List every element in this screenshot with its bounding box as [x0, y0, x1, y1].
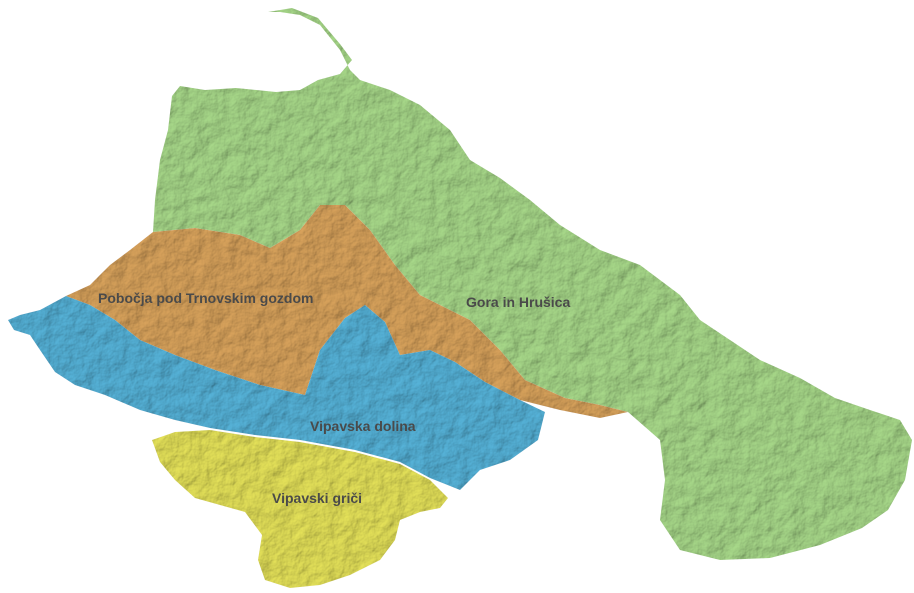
- region-vipavska-dolina: [8, 296, 545, 490]
- label-vipavski-grici: Vipavski griči: [272, 490, 362, 506]
- label-vipavska-dolina: Vipavska dolina: [310, 418, 416, 434]
- region-pobocja-pod-trnovskim-gozdom: [66, 205, 628, 418]
- region-vipavski-grici: [152, 430, 448, 588]
- region-gora-in-hrusica: [153, 8, 912, 560]
- label-gora-in-hrusica: Gora in Hrušica: [466, 294, 570, 310]
- label-pobocja: Pobočja pod Trnovskim gozdom: [98, 290, 313, 306]
